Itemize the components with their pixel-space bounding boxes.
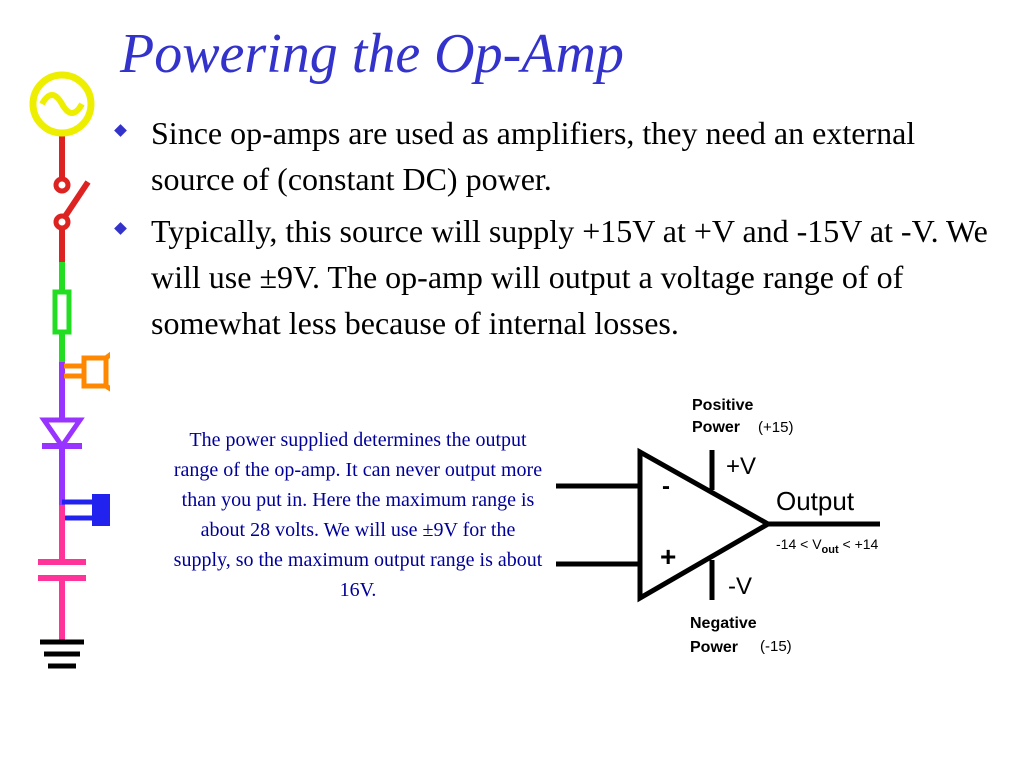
diamond-bullet-icon bbox=[114, 222, 127, 235]
output-range-label: -14 < Vout < +14 bbox=[776, 536, 879, 556]
slide-title: Powering the Op-Amp bbox=[120, 23, 624, 85]
inverting-input-sign: - bbox=[662, 473, 670, 500]
capacitor-icon bbox=[38, 505, 86, 640]
fuse-icon bbox=[52, 262, 72, 362]
ground-icon bbox=[40, 639, 84, 669]
opamp-diagram: Positive Power (+15) +V - + Output -14 <… bbox=[556, 397, 880, 656]
circuit-strip-decoration bbox=[29, 71, 110, 669]
ac-source-icon bbox=[29, 71, 95, 180]
diode-icon bbox=[39, 396, 85, 505]
negative-power-label-line1: Negative bbox=[690, 615, 757, 632]
minus-v-label: -V bbox=[728, 573, 752, 600]
negative-power-value: (-15) bbox=[760, 638, 792, 655]
led-icon bbox=[62, 494, 110, 526]
plus-v-label: +V bbox=[726, 453, 756, 480]
bullet-list: Since op-amps are used as amplifiers, th… bbox=[112, 110, 992, 346]
output-range-suffix: < +14 bbox=[839, 536, 879, 552]
positive-power-label-line1: Positive bbox=[692, 397, 753, 414]
positive-power-value: (+15) bbox=[758, 419, 793, 436]
bullet-text: Typically, this source will supply +15V … bbox=[151, 213, 988, 341]
positive-power-label-line2: Power bbox=[692, 419, 740, 436]
bullet-item: Typically, this source will supply +15V … bbox=[112, 208, 992, 346]
opamp-symbol bbox=[556, 447, 880, 603]
bullet-item: Since op-amps are used as amplifiers, th… bbox=[112, 110, 992, 202]
switch-icon bbox=[53, 176, 91, 262]
negative-power-label-line2: Power bbox=[690, 639, 738, 656]
output-range-subscript: out bbox=[822, 544, 839, 556]
output-range-prefix: -14 < V bbox=[776, 536, 822, 552]
speaker-icon bbox=[59, 351, 110, 396]
noninverting-input-sign: + bbox=[660, 541, 676, 572]
diamond-bullet-icon bbox=[114, 124, 127, 137]
opamp-triangle bbox=[637, 447, 774, 603]
bullet-text: Since op-amps are used as amplifiers, th… bbox=[151, 115, 916, 197]
caption-text: The power supplied determines the output… bbox=[173, 429, 543, 601]
output-label: Output bbox=[776, 486, 855, 516]
